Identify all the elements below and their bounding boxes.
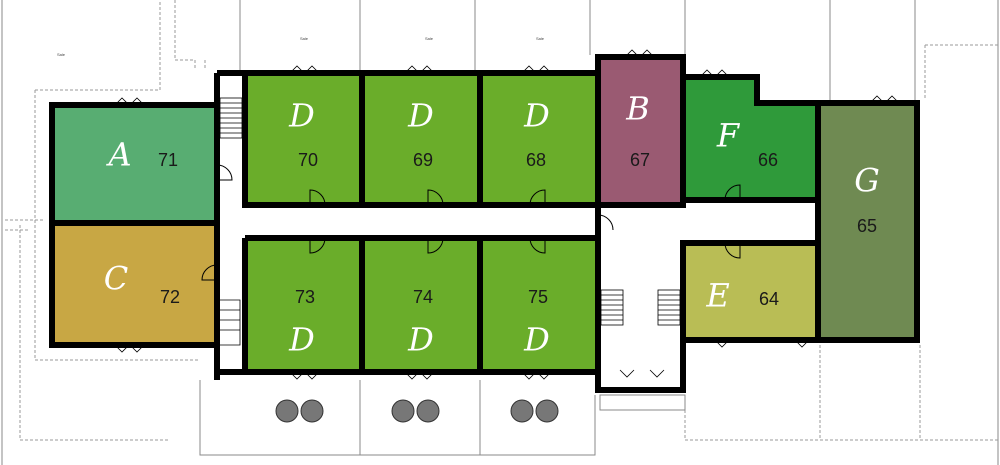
room-75: D 75 xyxy=(483,241,596,370)
room-74-fill xyxy=(365,241,478,370)
room-65-fill xyxy=(821,106,915,338)
stair-hall xyxy=(596,205,686,390)
small-label: Sale xyxy=(425,36,434,41)
small-label: Sale xyxy=(57,52,66,57)
windows xyxy=(114,49,900,380)
room-letter: G xyxy=(854,162,880,200)
small-label: Sale xyxy=(300,36,309,41)
room-letter: A xyxy=(105,136,131,174)
corridor-east xyxy=(686,205,808,245)
room-number: 64 xyxy=(759,289,779,309)
room-75-fill xyxy=(483,241,596,370)
room-number: 73 xyxy=(295,287,315,307)
room-number: 75 xyxy=(528,287,548,307)
room-71: A 71 xyxy=(55,108,215,221)
room-65: G 65 xyxy=(821,106,915,338)
corridor-main xyxy=(215,205,600,235)
small-label: Sale xyxy=(536,36,545,41)
room-74: D 74 xyxy=(365,241,478,370)
room-number: 72 xyxy=(160,287,180,307)
room-72: C 72 xyxy=(55,226,215,343)
room-letter: B xyxy=(625,90,650,128)
room-68-fill xyxy=(483,76,596,203)
room-number: 68 xyxy=(526,150,546,170)
room-64: E 64 xyxy=(686,246,816,338)
room-73-fill xyxy=(248,241,360,370)
room-letter: C xyxy=(104,260,128,298)
room-66: F 66 xyxy=(686,80,816,198)
room-72-fill xyxy=(55,226,215,343)
room-letter: D xyxy=(288,321,315,359)
room-letter: D xyxy=(523,321,550,359)
room-letter: F xyxy=(716,117,741,155)
room-70-fill xyxy=(248,76,360,203)
room-69: D 69 xyxy=(365,76,478,203)
room-67: B 67 xyxy=(601,60,681,203)
room-letter: D xyxy=(523,97,550,135)
room-67-fill xyxy=(601,60,681,203)
room-letter: E xyxy=(705,277,729,315)
room-number: 69 xyxy=(413,150,433,170)
room-68: D 68 xyxy=(483,76,596,203)
room-number: 71 xyxy=(158,150,178,170)
room-number: 65 xyxy=(857,216,877,236)
room-letter: D xyxy=(407,321,434,359)
room-number: 66 xyxy=(758,150,778,170)
room-number: 70 xyxy=(298,150,318,170)
walls xyxy=(49,54,920,393)
doors xyxy=(201,164,741,281)
trees xyxy=(275,399,559,423)
room-70: D 70 xyxy=(248,76,360,203)
room-73: D 73 xyxy=(248,241,360,370)
room-number: 74 xyxy=(413,287,433,307)
room-letter: D xyxy=(288,97,315,135)
room-letter: D xyxy=(407,97,434,135)
stairs xyxy=(218,97,681,346)
room-number: 67 xyxy=(630,150,650,170)
room-69-fill xyxy=(365,76,478,203)
room-64-fill xyxy=(686,246,816,338)
room-71-fill xyxy=(55,108,215,221)
room-66-fill xyxy=(686,80,816,198)
small-labels: Sale Sale Sale Sale xyxy=(57,36,545,57)
